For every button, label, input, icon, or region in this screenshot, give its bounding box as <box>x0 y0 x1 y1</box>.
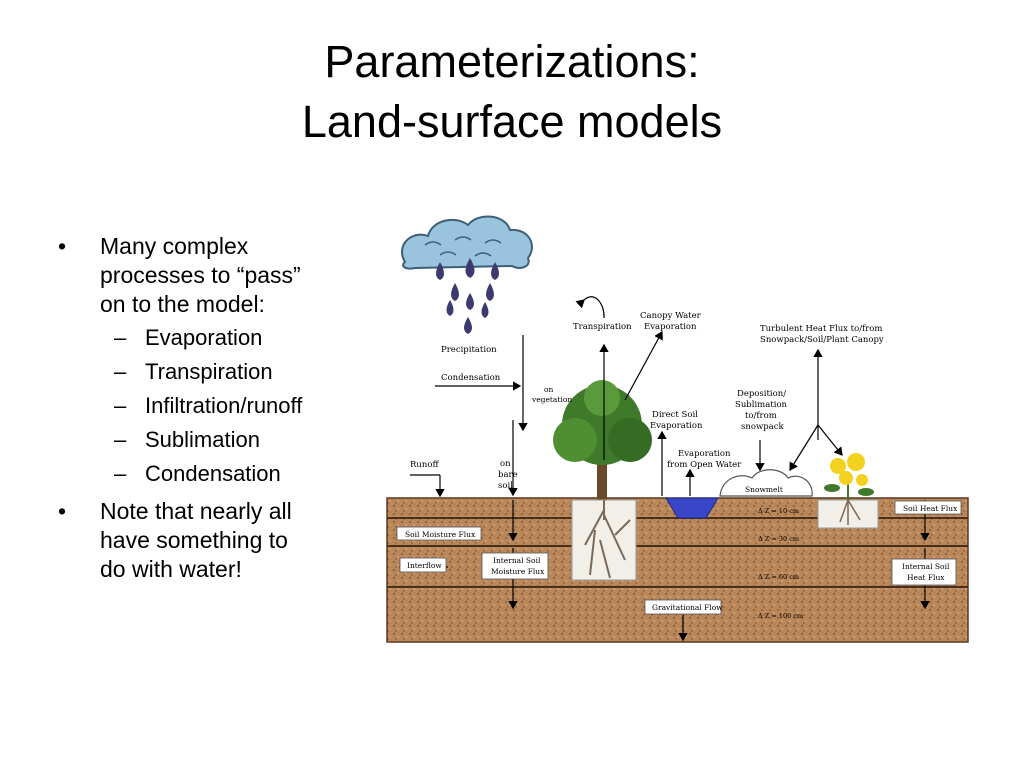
label-deposition-2: Sublimation <box>735 400 788 410</box>
dash-marker: – <box>114 427 127 452</box>
label-direct-soil-2: Evaporation <box>650 421 703 431</box>
label-dz30: Δ Z = 30 cm <box>758 535 799 543</box>
label-turbulent-2: Snowpack/Soil/Plant Canopy <box>760 335 884 345</box>
soil-labels: Soil Moisture Flux Interflow Internal So… <box>396 500 962 620</box>
tree <box>553 380 652 581</box>
turbulent-flux-right <box>817 424 843 456</box>
label-on-bare-soil-3: soil <box>498 481 513 491</box>
dash-marker: – <box>114 461 127 486</box>
bullet-2: • Note that nearly all have something to… <box>58 497 358 584</box>
label-on-bare-soil-2: bare <box>498 470 518 480</box>
label-direct-soil-1: Direct Soil <box>652 410 698 420</box>
label-on-bare-soil-1: on <box>500 459 511 469</box>
label-internal-heat-2: Heat Flux <box>907 573 945 582</box>
bullet-2-line2: have something to <box>100 527 288 553</box>
sub-bullet-transpiration: –Transpiration <box>58 356 358 387</box>
label-canopy-water-2: Evaporation <box>644 322 697 332</box>
label-precipitation: Precipitation <box>441 345 497 355</box>
label-transpiration: Transpiration <box>573 322 632 332</box>
label-internal-heat-1: Internal Soil <box>902 562 950 571</box>
rain-cloud <box>401 215 533 270</box>
label-open-water-1: Evaporation <box>678 449 731 459</box>
label-deposition-4: snowpack <box>741 422 784 432</box>
label-runoff: Runoff <box>410 460 439 470</box>
dash-marker: – <box>114 325 127 350</box>
label-canopy-water-1: Canopy Water <box>640 311 702 321</box>
turbulent-flux-left <box>789 424 819 472</box>
label-soil-heat-flux: Soil Heat Flux <box>903 504 958 513</box>
slide-title-line2: Land-surface models <box>301 96 723 147</box>
soil-layers <box>386 497 969 643</box>
bullet-marker: • <box>58 233 67 259</box>
label-on-vegetation-1: on <box>544 385 554 394</box>
bullet-marker: • <box>58 498 67 524</box>
sub-bullet-text: Condensation <box>145 461 281 486</box>
label-turbulent-1: Turbulent Heat Flux to/from <box>760 324 882 334</box>
bullet-2-line1: Note that nearly all <box>100 498 292 524</box>
sub-bullet-text: Evaporation <box>145 325 263 350</box>
open-water <box>665 497 719 519</box>
sub-bullet-text: Transpiration <box>145 359 273 384</box>
dash-marker: – <box>114 393 127 418</box>
label-dz60: Δ Z = 60 cm <box>758 573 799 581</box>
label-deposition-3: to/from <box>745 411 777 421</box>
label-condensation: Condensation <box>441 373 501 383</box>
slide-title-line1: Parameterizations: <box>324 36 700 87</box>
flower-plant <box>817 453 879 529</box>
snowpack <box>719 469 813 497</box>
bullet-1-line2: processes to “pass” <box>100 262 301 288</box>
label-interflow: Interflow <box>407 561 442 570</box>
sub-bullet-sublimation: –Sublimation <box>58 424 358 455</box>
label-snowmelt: Snowmelt <box>745 485 783 494</box>
transpiration-curl <box>575 296 605 319</box>
dash-marker: – <box>114 359 127 384</box>
bullet-1-line3: on to the model: <box>100 291 265 317</box>
label-dz10: Δ Z = 10 cm <box>758 507 799 515</box>
bullet-list: • Many complex processes to “pass” on to… <box>58 232 358 584</box>
label-internal-moisture-1: Internal Soil <box>493 556 541 565</box>
canopy-evap-arrow <box>624 330 663 401</box>
label-dz100: Δ Z = 100 cm <box>758 612 803 620</box>
sub-bullet-infiltration: –Infiltration/runoff <box>58 390 358 421</box>
bullet-1: • Many complex processes to “pass” on to… <box>58 232 358 319</box>
label-open-water-2: from Open Water <box>667 460 742 470</box>
sub-bullet-evaporation: –Evaporation <box>58 322 358 353</box>
raindrops <box>436 258 499 334</box>
label-internal-moisture-2: Moisture Flux <box>491 567 545 576</box>
slide-title: Parameterizations: Land-surface models <box>0 32 1024 152</box>
bullet-1-line1: Many complex <box>100 233 249 259</box>
sub-bullet-text: Infiltration/runoff <box>145 393 303 418</box>
soil-block <box>386 497 969 643</box>
label-on-vegetation-2: vegetation <box>531 395 572 404</box>
sub-bullet-condensation: –Condensation <box>58 458 358 489</box>
sub-bullet-text: Sublimation <box>145 427 260 452</box>
label-deposition-1: Deposition/ <box>737 389 786 399</box>
bullet-2-line3: do with water! <box>100 556 242 582</box>
label-gravitational-flow: Gravitational Flow <box>652 603 723 612</box>
label-soil-moisture-flux: Soil Moisture Flux <box>405 530 476 539</box>
